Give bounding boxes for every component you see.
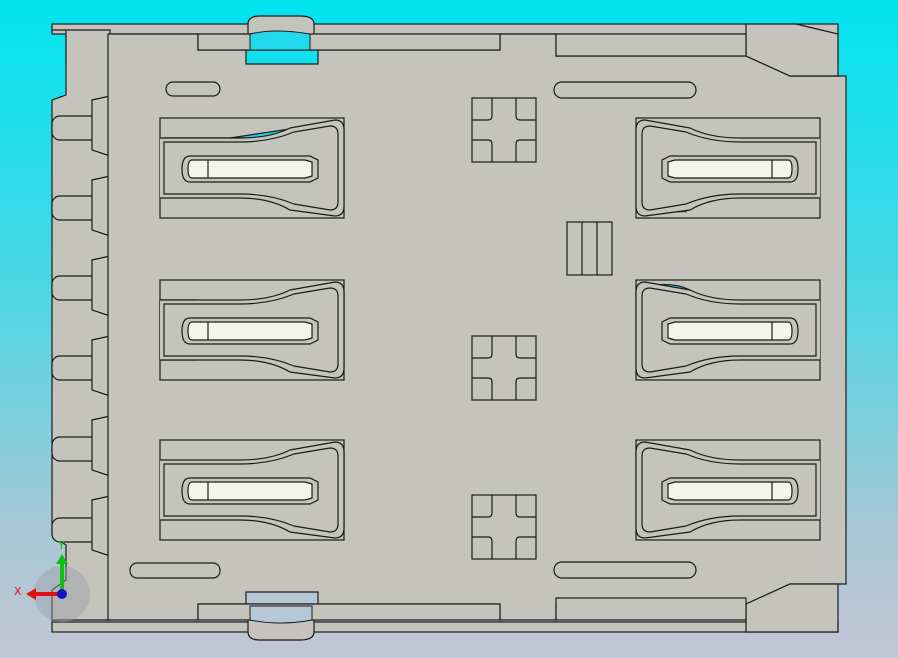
z-axis-dot (57, 589, 67, 599)
x-axis-label: X (14, 585, 22, 598)
cross-pad (471, 335, 537, 401)
axis-triad: X Y (14, 539, 90, 622)
slot (553, 561, 697, 579)
slot (165, 81, 221, 97)
contact-window (635, 279, 821, 381)
contact-window (635, 439, 821, 541)
center-bars (566, 221, 613, 276)
right-latch-bottom (745, 583, 839, 633)
cross-pad (471, 494, 537, 560)
cross-pad (471, 97, 537, 163)
contact-window (159, 279, 345, 381)
bottom-rail (51, 621, 839, 633)
y-axis-label: Y (57, 539, 65, 552)
slot (553, 81, 697, 99)
top-rail (51, 23, 839, 35)
contact-window (159, 117, 345, 219)
contact-window (159, 439, 345, 541)
contact-window (635, 117, 821, 219)
slot (129, 562, 221, 579)
